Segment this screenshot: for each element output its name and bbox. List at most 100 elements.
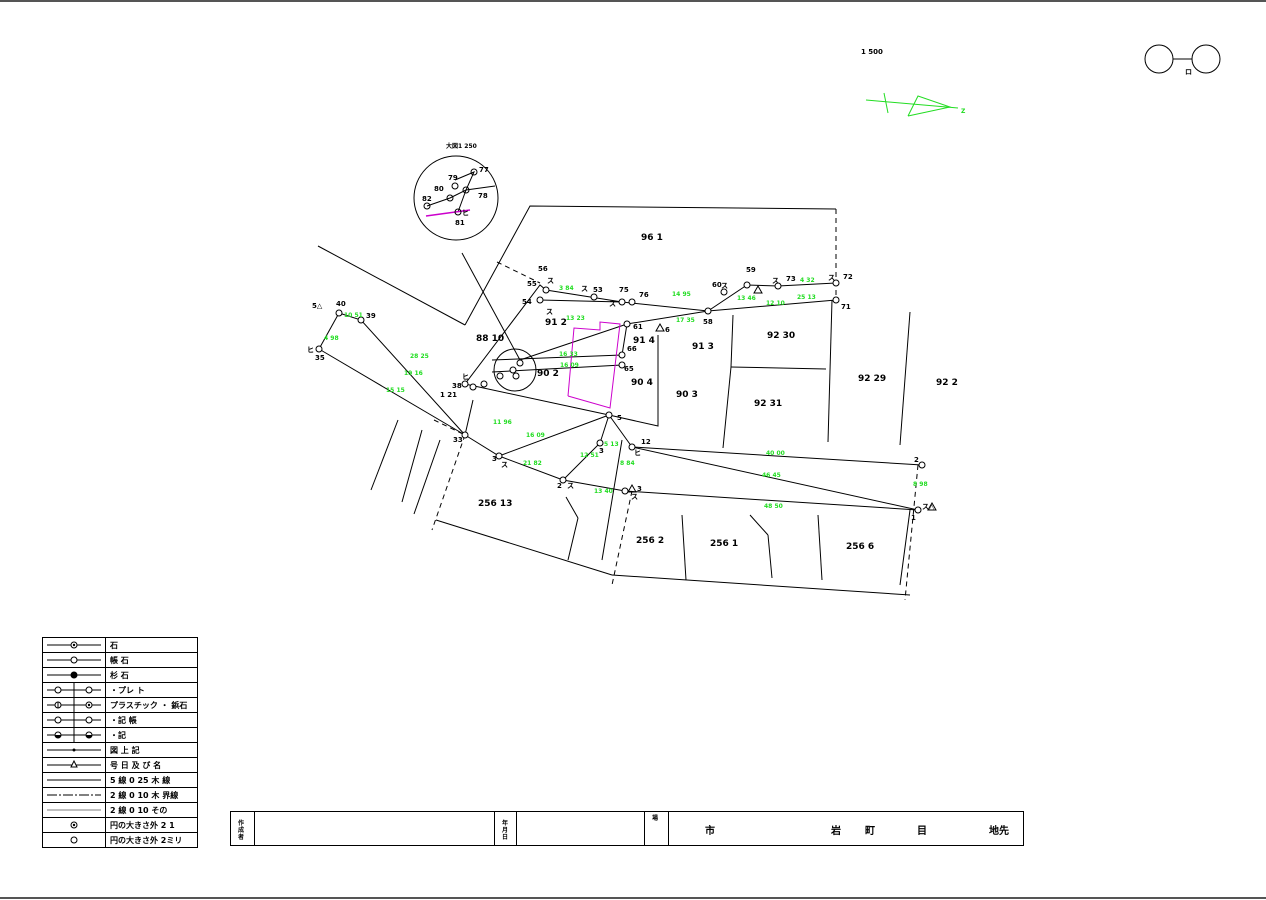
svg-text:3: 3 xyxy=(599,447,604,455)
place-part: 地先 xyxy=(989,826,1009,837)
svg-text:16 33: 16 33 xyxy=(559,351,578,358)
svg-text:ヒ: ヒ xyxy=(307,346,314,354)
svg-text:5 13: 5 13 xyxy=(604,441,619,448)
lot-label: 91 4 xyxy=(633,336,655,346)
svg-text:5: 5 xyxy=(617,414,622,422)
svg-text:60: 60 xyxy=(712,281,722,289)
svg-text:12 10: 12 10 xyxy=(766,300,785,307)
svg-text:40: 40 xyxy=(336,300,346,308)
svg-text:76: 76 xyxy=(639,291,649,299)
svg-text:ス: ス xyxy=(567,482,574,490)
bottom-frame-line xyxy=(0,897,1266,899)
legend-label: プラスチック ・ 鋲石 xyxy=(105,697,198,713)
lot-label: 90 2 xyxy=(537,369,559,379)
legend-symbol-icon xyxy=(42,832,106,848)
lot-label: 91 3 xyxy=(692,342,714,352)
svg-text:ス: ス xyxy=(721,282,728,290)
place-part: 目 xyxy=(917,826,927,837)
svg-text:3: 3 xyxy=(492,455,497,463)
svg-text:14 95: 14 95 xyxy=(672,291,691,298)
lot-label: 256 6 xyxy=(846,542,874,552)
maker-field xyxy=(255,812,495,845)
svg-text:35: 35 xyxy=(315,354,325,362)
svg-text:55: 55 xyxy=(527,280,537,288)
dimension-labels: 10 51 4 98 28 25 19 16 15 15 13 23 16 09… xyxy=(324,277,928,510)
legend-symbol-icon xyxy=(42,802,106,818)
svg-text:79: 79 xyxy=(448,174,458,182)
svg-text:56: 56 xyxy=(538,265,548,273)
legend-symbol-icon xyxy=(42,637,106,653)
svg-text:1 21: 1 21 xyxy=(440,391,457,399)
svg-text:2: 2 xyxy=(914,456,919,464)
svg-text:大図1 250: 大図1 250 xyxy=(446,142,477,150)
svg-text:80: 80 xyxy=(434,185,444,193)
legend-label: 2 線 0 10 その xyxy=(105,802,198,818)
svg-text:ヒ: ヒ xyxy=(634,449,641,457)
legend-label: 円の大きさ外 2 1 xyxy=(105,817,198,833)
top-frame-line xyxy=(0,0,1266,2)
svg-text:10 51: 10 51 xyxy=(344,312,363,319)
lot-label: 96 1 xyxy=(641,233,663,243)
legend-symbol-icon xyxy=(42,772,106,788)
legend-row: ・記 xyxy=(42,727,198,743)
legend-symbol-icon xyxy=(42,712,106,728)
svg-text:21 82: 21 82 xyxy=(523,460,542,467)
legend-symbol-icon xyxy=(42,727,106,743)
boundary-lines xyxy=(317,205,923,601)
svg-text:ヒ: ヒ xyxy=(462,373,469,381)
lot-label: 88 10 xyxy=(476,334,504,344)
maker-label: 作 成 者 xyxy=(237,820,244,841)
legend-symbol-icon xyxy=(42,817,106,833)
legend-row: プラスチック ・ 鋲石 xyxy=(42,697,198,713)
svg-text:75: 75 xyxy=(619,286,629,294)
point-labels: 5△ 40 39 ヒ 35 56 55 54 53 75 76 60 59 73… xyxy=(307,265,935,522)
svg-text:ス: ス xyxy=(501,461,508,469)
svg-text:15 15: 15 15 xyxy=(386,387,405,394)
legend-row: 円の大きさ外 2 1 xyxy=(42,817,198,833)
lot-label: 92 29 xyxy=(858,374,886,384)
svg-text:13 40: 13 40 xyxy=(594,488,613,495)
svg-text:40 00: 40 00 xyxy=(766,450,785,457)
legend-table: 石帳 石杉 石・プレ トプラスチック ・ 鋲石・記 帳・記図 上 記号 日 及 … xyxy=(42,637,198,848)
lot-label: 92 30 xyxy=(767,331,795,341)
lot-label: 256 13 xyxy=(478,499,512,509)
legend-label: ・記 帳 xyxy=(105,712,198,728)
svg-text:2: 2 xyxy=(557,482,562,490)
sheet-symbol: ロ xyxy=(1144,44,1221,76)
svg-text:ス: ス xyxy=(581,285,588,293)
svg-text:72: 72 xyxy=(843,273,853,281)
svg-text:4 98: 4 98 xyxy=(324,335,339,342)
svg-text:77: 77 xyxy=(479,166,489,174)
legend-row: 2 線 0 10 木 界線 xyxy=(42,787,198,803)
lot-numbers: 96 1 88 10 91 2 91 4 91 3 92 30 90 2 90 … xyxy=(476,233,958,552)
svg-text:3 84: 3 84 xyxy=(559,285,574,292)
svg-text:16 09: 16 09 xyxy=(526,432,545,439)
lot-label: 90 3 xyxy=(676,390,698,400)
svg-text:6: 6 xyxy=(665,326,670,334)
place-field: 市 岩 町 目 地先 xyxy=(669,812,1023,845)
svg-text:61: 61 xyxy=(633,323,643,331)
legend-symbol-icon xyxy=(42,667,106,683)
lot-label: 92 31 xyxy=(754,399,782,409)
svg-text:71: 71 xyxy=(841,303,851,311)
legend-row: ・プレ ト xyxy=(42,682,198,698)
date-field xyxy=(517,812,645,845)
date-label-cell: 年 月 日 xyxy=(495,812,517,845)
legend-row: 号 日 及 び 名 xyxy=(42,757,198,773)
legend-label: 石 xyxy=(105,637,198,653)
svg-text:53: 53 xyxy=(593,286,603,294)
legend-label: 2 線 0 10 木 界線 xyxy=(105,787,198,803)
svg-text:39: 39 xyxy=(366,312,376,320)
svg-text:ス: ス xyxy=(772,277,779,285)
date-label: 年 月 日 xyxy=(501,820,508,841)
maker-label-cell: 作 成 者 xyxy=(231,812,255,845)
svg-text:ヒ: ヒ xyxy=(462,209,469,217)
lot-label: 91 2 xyxy=(545,318,567,328)
svg-text:17 35: 17 35 xyxy=(676,317,695,324)
place-part: 町 xyxy=(865,826,875,837)
legend-symbol-icon xyxy=(42,682,106,698)
svg-text:ス: ス xyxy=(609,300,616,308)
legend-label: ・プレ ト xyxy=(105,682,198,698)
legend-label: 号 日 及 び 名 xyxy=(105,757,198,773)
